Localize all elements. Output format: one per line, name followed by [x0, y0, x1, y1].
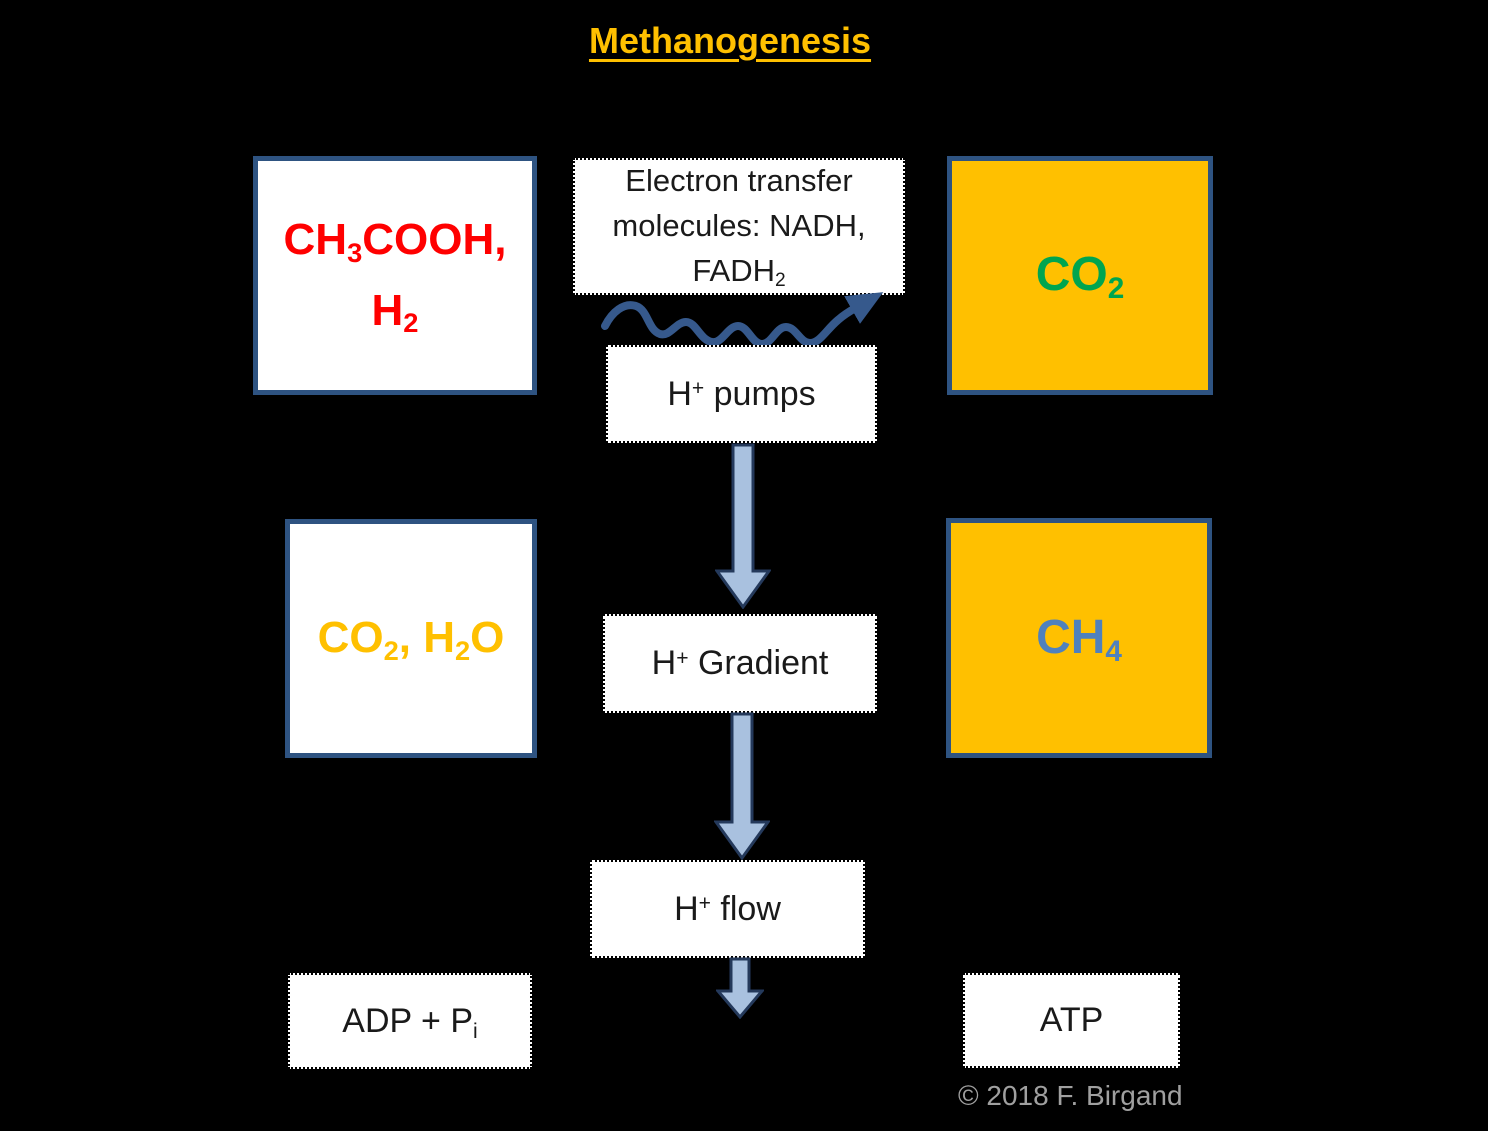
reactants-box: CH3COOH,H2	[253, 156, 537, 395]
adp-pi-box: ADP + Pi	[288, 973, 532, 1069]
h-flow-box: H+ flow	[590, 860, 865, 958]
down-arrow-icon	[714, 712, 770, 860]
wavy-arrow-path	[601, 292, 884, 349]
down-arrow-icon	[715, 443, 771, 609]
co2-product-label: CO2	[1035, 248, 1125, 306]
ch4-product-label: CH4	[1036, 610, 1122, 668]
electron-transfer-wavy-arrow	[601, 292, 884, 349]
reactants-label: CH3COOH,H2	[283, 215, 507, 339]
h-pumps-box: H+ pumps	[606, 345, 877, 443]
arrow-pumps-to-gradient	[715, 443, 771, 609]
adp-pi-label: ADP + Pi	[342, 1001, 478, 1043]
arrow-flow-down	[716, 957, 764, 1019]
atp-box: ATP	[963, 973, 1180, 1068]
atp-label: ATP	[1039, 1001, 1104, 1040]
ch4-product-box: CH4	[946, 518, 1212, 758]
h-pumps-label: H+ pumps	[667, 374, 816, 413]
co2-product-box: CO2	[947, 156, 1213, 395]
copyright-text: © 2018 F. Birgand	[958, 1080, 1183, 1111]
co2-h2o-box: CO2, H2O	[285, 519, 537, 758]
down-arrow-icon	[716, 957, 764, 1019]
h-flow-label: H+ flow	[674, 889, 781, 928]
h-gradient-label: H+ Gradient	[651, 644, 829, 683]
h-gradient-box: H+ Gradient	[603, 614, 877, 713]
arrow-gradient-to-flow	[714, 712, 770, 860]
co2-h2o-label: CO2, H2O	[317, 613, 505, 666]
page-title: Methanogenesis	[588, 20, 872, 61]
